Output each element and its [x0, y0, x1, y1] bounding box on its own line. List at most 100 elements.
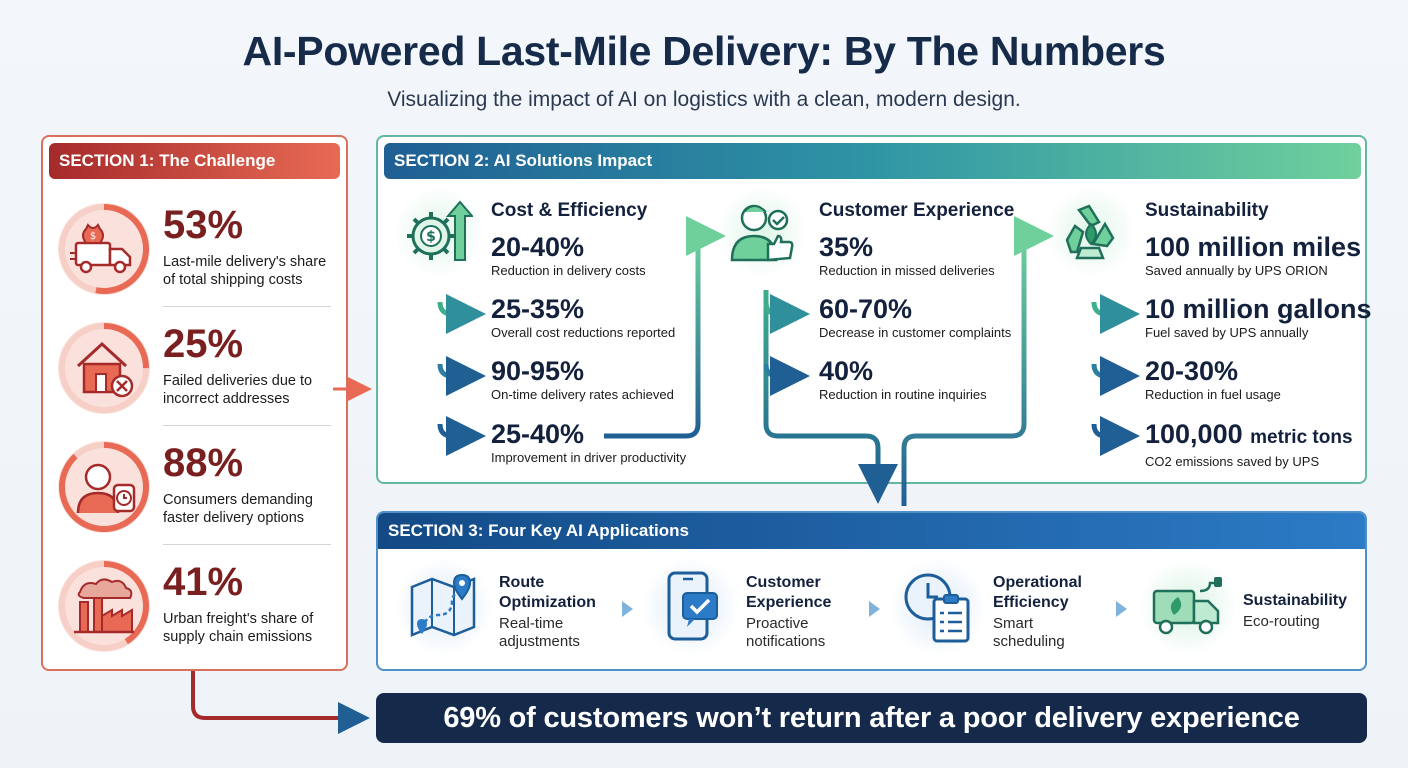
metric-description: Overall cost reductions reported [491, 325, 676, 340]
metric-description: Reduction in routine inquiries [819, 387, 987, 402]
app-description: Smart scheduling [993, 615, 1065, 651]
progress-ring [59, 561, 149, 651]
app-desc-line: scheduling [993, 633, 1065, 650]
app-description: Real-time adjustments [499, 615, 580, 651]
house-x-icon [58, 322, 150, 414]
app-title-line: Route [499, 574, 545, 591]
stat-description: Urban freight's share of supply chain em… [163, 610, 341, 646]
column-cost-efficiency: $ Cost & Efficiency 20-40% Reduction in … [378, 137, 708, 482]
metric: 25-40% Improvement in driver productivit… [491, 419, 686, 467]
app-desc-line: notifications [746, 633, 826, 650]
divider [163, 544, 331, 545]
person-watch-icon [58, 441, 150, 533]
page-title: AI-Powered Last-Mile Delivery: By The Nu… [242, 28, 1166, 74]
ring-progress [59, 323, 149, 413]
chevron-right-icon [622, 601, 633, 617]
electric-truck-icon [1140, 559, 1236, 655]
metric-description: Reduction in fuel usage [1145, 387, 1281, 402]
metric-description: Improvement in driver productivity [491, 450, 687, 465]
app-desc-line: Smart [993, 615, 1034, 632]
section-ai-solutions: SECTION 2: AI Solutions Impact $ Cost & … [376, 135, 1372, 484]
app-title-line: Sustainability [1243, 592, 1348, 609]
stat-row: $ 53% Last-mile delivery's share of tota… [43, 195, 346, 313]
metric-value: 25-40% [491, 419, 585, 449]
app-title: Customer Experience [746, 573, 831, 613]
metric: 100 million miles Saved annually by UPS … [1145, 232, 1361, 280]
app-title: Sustainability [1243, 591, 1347, 611]
column-sustainability: Sustainability 100 million miles Saved a… [1040, 137, 1372, 482]
app-sustainability: Sustainability Eco-routing [1140, 559, 1365, 659]
metric-description: Fuel saved by UPS annually [1145, 325, 1309, 340]
app-title: Operational Efficiency [993, 573, 1082, 613]
app-desc-line: Proactive [746, 615, 809, 632]
stat-desc-line: faster delivery options [163, 510, 305, 526]
progress-ring [59, 323, 149, 413]
chevron-right-icon [1116, 601, 1127, 617]
column-customer-experience: Customer Experience 35% Reduction in mis… [713, 137, 1033, 482]
metric: 60-70% Decrease in customer complaints [819, 294, 1011, 342]
phone-check-icon [643, 559, 739, 655]
recycle-leaf-icon [1048, 189, 1134, 275]
app-title: Route Optimization [499, 573, 596, 613]
stat-description: Consumers demanding faster delivery opti… [163, 491, 341, 527]
metric-value: 20-40% [491, 232, 585, 262]
metric-value: 100 million miles [1145, 232, 1362, 262]
ring-progress [59, 204, 149, 294]
stat-desc-line: incorrect addresses [163, 391, 290, 407]
key-takeaway-banner: 69% of customers won’t return after a po… [376, 693, 1367, 743]
metric-description: On-time delivery rates achieved [491, 387, 674, 402]
clock-clipboard-icon [890, 559, 986, 655]
section-challenge: SECTION 1: The Challenge $ 53% Last-mile… [41, 135, 348, 671]
app-route-optimization: Route Optimization Real-time adjustments [396, 559, 626, 659]
metric-number: 100,000 [1145, 419, 1243, 449]
metric-value: 35% [819, 232, 874, 262]
gear-dollar-arrow-icon: $ [396, 189, 482, 275]
metric: 20-30% Reduction in fuel usage [1145, 356, 1281, 404]
map-route-icon [396, 559, 492, 655]
stat-desc-line: Failed deliveries due to [163, 373, 313, 389]
section-1-header: SECTION 1: The Challenge [49, 143, 340, 179]
section-2-header: SECTION 2: AI Solutions Impact [384, 143, 1361, 179]
stat-row: 25% Failed deliveries due to incorrect a… [43, 314, 346, 432]
metric-value: 40% [819, 356, 874, 386]
column-title: Cost & Efficiency [491, 200, 648, 221]
metric-value: 10 million gallons [1145, 294, 1372, 324]
column-title: Sustainability [1145, 200, 1269, 221]
svg-text:$: $ [90, 231, 96, 242]
stat-value: 88% [163, 441, 244, 485]
app-desc-line: adjustments [499, 633, 580, 650]
app-operational-efficiency: Operational Efficiency Smart scheduling [890, 559, 1120, 659]
ring-progress [59, 561, 149, 651]
column-title: Customer Experience [819, 200, 1015, 221]
progress-ring [59, 442, 149, 532]
app-customer-experience: Customer Experience Proactive notificati… [643, 559, 873, 659]
app-title-line: Optimization [499, 594, 596, 611]
metric: 100,000 metric tons CO2 emissions saved … [1145, 419, 1353, 471]
metric: 20-40% Reduction in delivery costs [491, 232, 646, 280]
metric: 40% Reduction in routine inquiries [819, 356, 987, 404]
stat-row: 88% Consumers demanding faster delivery … [43, 433, 346, 551]
metric-description: Reduction in delivery costs [491, 263, 646, 278]
stat-value: 25% [163, 322, 244, 366]
factory-smoke-icon [58, 560, 150, 652]
customer-thumbs-up-icon [719, 189, 805, 275]
metric: 25-35% Overall cost reductions reported [491, 294, 675, 342]
svg-text:$: $ [426, 229, 436, 245]
app-title-line: Customer [746, 574, 821, 591]
metric: 35% Reduction in missed deliveries [819, 232, 995, 280]
stat-row: 41% Urban freight's share of supply chai… [43, 552, 346, 670]
app-desc-line: Real-time [499, 615, 564, 632]
metric-value: 25-35% [491, 294, 585, 324]
metric-description: Saved annually by UPS ORION [1145, 263, 1328, 278]
app-title-line: Experience [746, 594, 832, 611]
metric-value: 60-70% [819, 294, 913, 324]
app-description: Eco-routing [1243, 613, 1320, 631]
money-truck-icon: $ [58, 203, 150, 295]
divider [163, 306, 331, 307]
metric-value: 20-30% [1145, 356, 1239, 386]
stat-desc-line: Last-mile delivery's share [163, 254, 327, 270]
stat-desc-line: supply chain emissions [163, 629, 313, 645]
ring-progress [59, 442, 149, 532]
page-subtitle: Visualizing the impact of AI on logistic… [387, 88, 1021, 111]
stat-description: Failed deliveries due to incorrect addre… [163, 372, 341, 408]
